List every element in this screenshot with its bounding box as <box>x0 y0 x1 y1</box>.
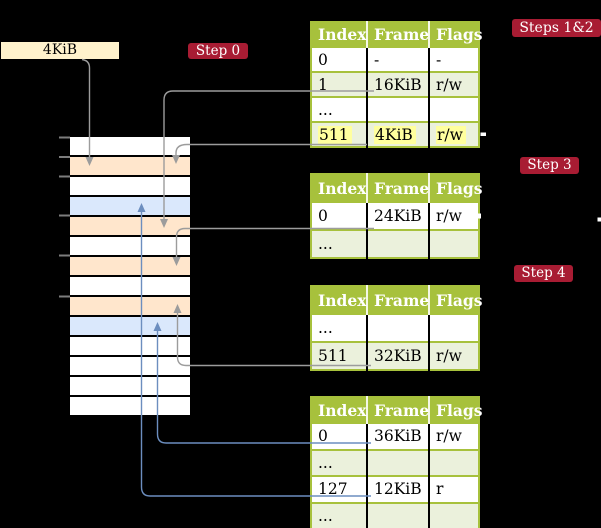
badge-step0: Step 0 <box>188 43 248 59</box>
cell-frame: 16KiB <box>366 71 429 97</box>
highlighted-value: r/w <box>436 125 466 144</box>
cell-frame <box>366 96 429 122</box>
table-header-row: Index Frame Flags <box>311 397 483 423</box>
cell-frame <box>366 448 429 476</box>
col-header-frame: Frame <box>366 22 429 47</box>
cell-frame <box>366 229 429 258</box>
cell-flags: r/w <box>428 121 479 147</box>
cell-flags: r <box>428 475 479 503</box>
badge-steps1and2: Steps 1&2 <box>512 19 601 37</box>
table-row: 0 24KiB r/w <box>311 201 479 230</box>
highlighted-value: 4KiB <box>374 125 416 144</box>
cell-frame <box>366 313 429 342</box>
badge-step4: Step 4 <box>514 265 573 282</box>
page-table-step4-lower: Index Frame Flags 0 36KiB r/w ... 127 12… <box>310 396 483 528</box>
col-header-flags: Flags <box>428 286 483 314</box>
table-header-row: Index Frame Flags <box>311 286 483 314</box>
cell-flags: r/w <box>428 341 479 370</box>
memory-frame-row-white <box>70 397 190 415</box>
memory-frame-row-white <box>70 337 190 355</box>
cell-index: ... <box>311 448 367 476</box>
cell-flags: r/w <box>428 201 479 230</box>
table-row: ... <box>311 448 479 476</box>
table-row: 0 36KiB r/w <box>311 422 479 450</box>
cell-index: ... <box>311 96 367 122</box>
cell-flags <box>428 448 479 476</box>
cell-index: 1 <box>311 71 367 97</box>
cell-flags <box>428 313 479 342</box>
memory-frame-row-blue <box>70 317 190 335</box>
cell-frame <box>366 501 429 528</box>
cell-flags: - <box>428 46 479 72</box>
memory-frame-row-white <box>70 237 190 255</box>
cell-frame: 12KiB <box>366 475 429 503</box>
memory-frame-row-blue <box>70 197 190 215</box>
cell-index: 511 <box>311 121 367 147</box>
cell-frame: 32KiB <box>366 341 429 370</box>
memory-frame-row-white <box>70 357 190 375</box>
cell-flags <box>428 96 479 122</box>
table-row: ... <box>311 96 479 122</box>
col-header-index: Index <box>311 174 367 202</box>
cell-index: ... <box>311 229 367 258</box>
cell-frame: 24KiB <box>366 201 429 230</box>
frame-size-label: 4KiB <box>42 42 78 58</box>
cell-frame: 4KiB <box>366 121 429 147</box>
table-row: ... <box>311 229 479 258</box>
col-header-flags: Flags <box>428 22 483 47</box>
col-header-index: Index <box>311 286 367 314</box>
cell-index: ... <box>311 501 367 528</box>
memory-frame-row-white <box>70 137 190 155</box>
table-row: ... <box>311 313 479 342</box>
badge-step3: Step 3 <box>520 157 579 174</box>
memory-frame-row-orange <box>70 157 190 175</box>
cell-frame: - <box>366 46 429 72</box>
memory-frame-row-white <box>70 177 190 195</box>
page-table-step4-upper: Index Frame Flags ... 511 32KiB r/w <box>310 285 483 371</box>
memory-frame-row-orange <box>70 257 190 275</box>
col-header-flags: Flags <box>428 174 483 202</box>
cell-flags <box>428 229 479 258</box>
cell-flags: r/w <box>428 71 479 97</box>
table-header-row: Index Frame Flags <box>311 174 483 202</box>
cell-index: 0 <box>311 422 367 450</box>
col-header-frame: Frame <box>366 174 429 202</box>
table-row: 0 - - <box>311 46 479 72</box>
cell-index: 511 <box>311 341 367 370</box>
cell-index: 0 <box>311 46 367 72</box>
memory-frame-row-white <box>70 377 190 395</box>
page-table-step3: Index Frame Flags 0 24KiB r/w ... <box>310 173 483 259</box>
table-row: ... <box>311 501 479 528</box>
table-row-highlighted: 511 4KiB r/w <box>311 121 479 147</box>
col-header-index: Index <box>311 397 367 423</box>
page-table-level2: Index Frame Flags 0 - - 1 16KiB r/w ... … <box>310 21 483 148</box>
physical-memory-strip <box>70 137 190 415</box>
col-header-index: Index <box>311 22 367 47</box>
table-row: 511 32KiB r/w <box>311 341 479 370</box>
memory-frame-row-orange <box>70 217 190 235</box>
white-dash-artifacts <box>478 132 601 222</box>
table-row: 1 16KiB r/w <box>311 71 479 97</box>
dash-artifact <box>597 217 601 222</box>
table-row: 127 12KiB r <box>311 475 479 503</box>
cell-flags <box>428 501 479 528</box>
memory-frame-row-white <box>70 277 190 295</box>
col-header-flags: Flags <box>428 397 483 423</box>
table-header-row: Index Frame Flags <box>311 22 483 47</box>
col-header-frame: Frame <box>366 397 429 423</box>
cell-frame: 36KiB <box>366 422 429 450</box>
memory-address-ticks <box>59 136 70 298</box>
cell-index: 127 <box>311 475 367 503</box>
dash-artifact <box>480 132 486 136</box>
col-header-frame: Frame <box>366 286 429 314</box>
cell-flags: r/w <box>428 422 479 450</box>
memory-frame-row-orange <box>70 297 190 315</box>
cell-index: ... <box>311 313 367 342</box>
frame-size-box: 4KiB <box>1 42 119 59</box>
highlighted-value: 511 <box>318 125 352 144</box>
cell-index: 0 <box>311 201 367 230</box>
